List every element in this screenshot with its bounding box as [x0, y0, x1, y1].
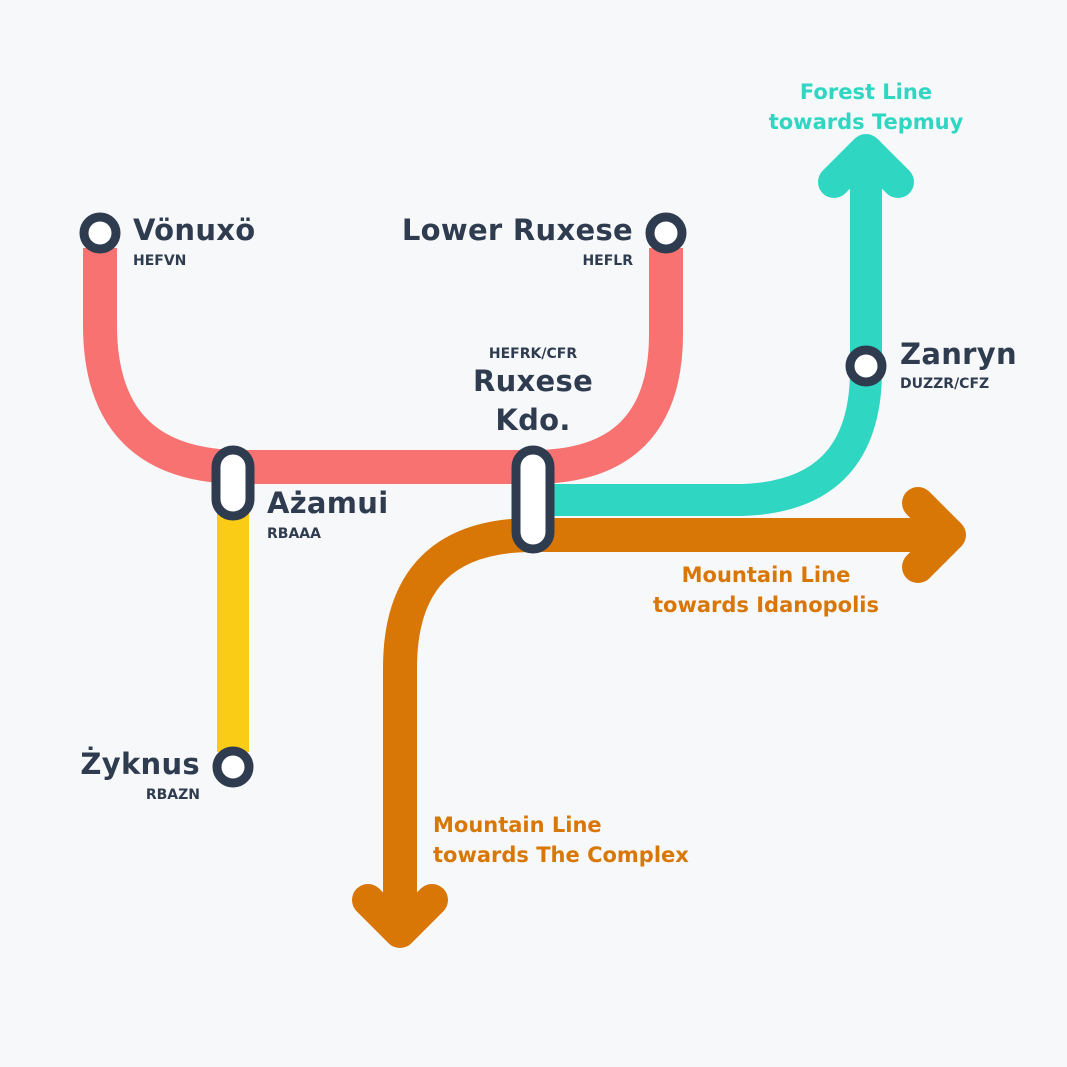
mountain-line-south-arrowhead: [352, 884, 448, 948]
station-lower-ruxese-code: HEFLR: [582, 253, 633, 269]
station-zyknus-marker[interactable]: [212, 746, 254, 788]
station-ruxese-kdo-marker[interactable]: [511, 445, 555, 554]
station-vonuxo-marker[interactable]: [79, 212, 121, 254]
mountain-line-east-towards: towards Idanopolis: [653, 593, 879, 617]
station-zanryn-marker[interactable]: [845, 345, 887, 387]
mountain-line-east-destination: Mountain Line towards Idanopolis: [636, 560, 896, 620]
forest-line-arrowhead: [818, 134, 914, 198]
mountain-line-east-arrowhead: [902, 487, 966, 583]
station-azamui-code: RBAAA: [267, 526, 321, 542]
station-zanryn-code: DUZZR/CFZ: [900, 376, 990, 392]
mountain-line-south-destination: Mountain Line towards The Complex: [433, 810, 689, 870]
mountain-line-east-label: Mountain Line: [681, 563, 851, 587]
station-vonuxo-name: Vönuxö: [133, 213, 256, 247]
station-azamui-name: Ażamui: [267, 486, 389, 520]
station-azamui-marker[interactable]: [211, 445, 255, 521]
station-lower-ruxese-marker[interactable]: [645, 212, 687, 254]
station-ruxese-kdo-name-line2: Kdo.: [495, 403, 571, 437]
mountain-line-south-towards: towards The Complex: [433, 843, 689, 867]
station-zyknus-code: RBAZN: [145, 787, 200, 803]
forest-line-label: Forest Line: [799, 80, 933, 104]
station-zyknus-name: Żyknus: [80, 747, 200, 781]
station-ruxese-kdo-code: HEFRK/CFR: [488, 346, 578, 362]
station-ruxese-kdo-name-line1: Ruxese: [472, 364, 594, 398]
station-vonuxo-code: HEFVN: [133, 253, 187, 269]
teal-line: [548, 150, 882, 516]
forest-line-destination: Forest Line towards Tepmuy: [750, 77, 982, 137]
station-lower-ruxese-name: Lower Ruxese: [401, 213, 633, 247]
forest-line-towards: towards Tepmuy: [768, 110, 964, 134]
mountain-line-south-label: Mountain Line: [433, 813, 602, 837]
station-zanryn-name: Zanryn: [900, 337, 1017, 371]
